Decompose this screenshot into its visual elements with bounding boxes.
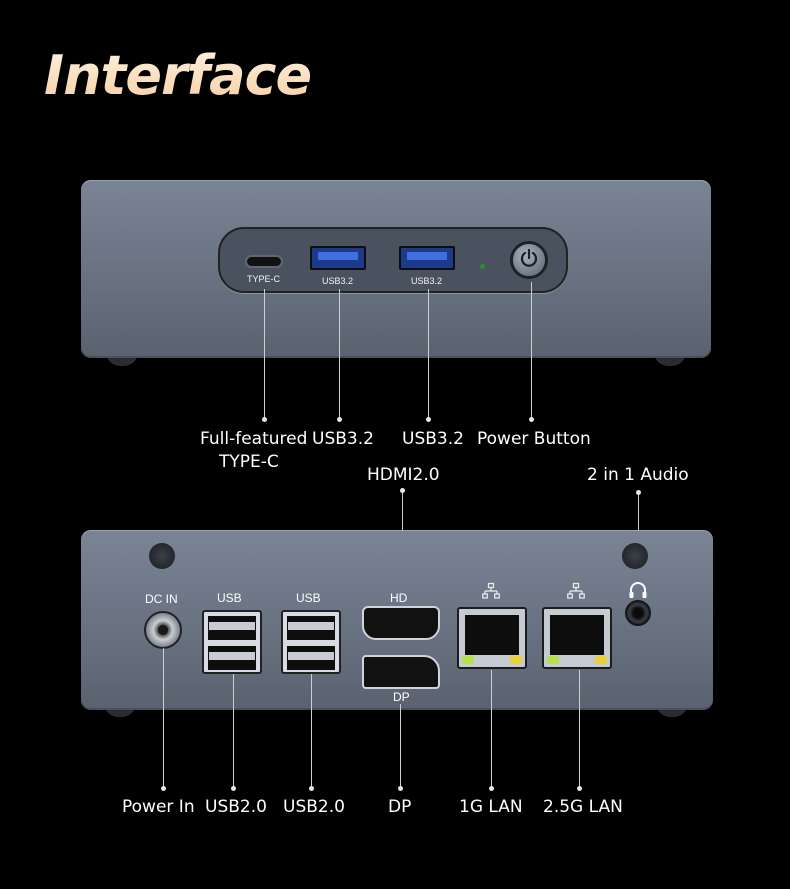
- screw-left: [149, 543, 175, 569]
- callout-dp: DP: [388, 797, 412, 817]
- typec-port: [245, 255, 283, 268]
- usb32-port-b-label: USB3.2: [411, 276, 443, 286]
- usb-a-leader-line: [339, 289, 340, 419]
- audio-leader-dot: [636, 490, 641, 495]
- dp-leader-line: [400, 704, 401, 788]
- usb20-port-stack-a: [202, 610, 262, 674]
- usb-b-leader-dot: [426, 417, 431, 422]
- hdmi-leader-dot: [400, 488, 405, 493]
- typec-leader-line: [264, 289, 265, 419]
- usb20-b-leader-dot: [309, 786, 314, 791]
- lan-2-5g-leader-dot: [577, 786, 582, 791]
- typec-leader-dot: [262, 417, 267, 422]
- usb20-a-leader-line: [233, 674, 234, 788]
- power-in-leader-dot: [161, 786, 166, 791]
- power-button: [510, 241, 548, 279]
- lan-1g-port: [457, 607, 527, 669]
- status-led: [480, 264, 485, 269]
- usb-b-leader-line: [428, 289, 429, 419]
- audio-jack: [625, 600, 651, 626]
- page-title: Interface: [44, 44, 312, 107]
- usb32-port-a: [310, 246, 366, 270]
- callout-usb20-b: USB2.0: [283, 797, 345, 817]
- callout-audio: 2 in 1 Audio: [587, 465, 689, 485]
- usb20-b-leader-line: [311, 674, 312, 788]
- usb32-port-b: [399, 246, 455, 270]
- lan-1g-leader-line: [491, 670, 492, 788]
- callout-usb20-a: USB2.0: [205, 797, 267, 817]
- power-leader-dot: [529, 417, 534, 422]
- callout-typec-line1: Full-featured: [200, 429, 308, 449]
- callout-hdmi: HDMI2.0: [367, 465, 440, 485]
- audio-leader-line: [638, 492, 639, 557]
- dp-port: [362, 655, 440, 689]
- dp-port-label: DP: [393, 690, 410, 704]
- hd-port-label: HD: [390, 591, 408, 605]
- callout-typec-line2: TYPE-C: [219, 452, 279, 472]
- usb32-port-a-label: USB3.2: [322, 276, 354, 286]
- usb20-a-leader-dot: [231, 786, 236, 791]
- lan-1g-leader-dot: [489, 786, 494, 791]
- usb-b-port-label: USB: [296, 591, 321, 605]
- lan-2-5g-port: [542, 607, 612, 669]
- power-in-leader-line: [163, 648, 164, 788]
- typec-port-label: TYPE-C: [247, 274, 281, 284]
- callout-lan-2-5g: 2.5G LAN: [543, 797, 623, 817]
- dcin-port-label: DC IN: [145, 592, 178, 606]
- callout-power-in: Power In: [122, 797, 195, 817]
- power-leader-line: [531, 282, 532, 419]
- network-icon: [567, 582, 585, 604]
- headphone-icon: [628, 581, 648, 603]
- hdmi-port: [362, 606, 440, 640]
- usb20-port-stack-b: [281, 610, 341, 674]
- callout-lan-1g: 1G LAN: [459, 797, 523, 817]
- callout-usb32-b: USB3.2: [402, 429, 464, 449]
- usb-a-port-label: USB: [217, 591, 242, 605]
- callout-power-button: Power Button: [477, 429, 591, 449]
- screw-right: [622, 543, 648, 569]
- lan-2-5g-leader-line: [579, 670, 580, 788]
- usb-a-leader-dot: [337, 417, 342, 422]
- dp-leader-dot: [398, 786, 403, 791]
- dc-in-jack: [144, 611, 182, 649]
- power-icon: [519, 248, 539, 272]
- network-icon: [482, 582, 500, 604]
- callout-usb32-a: USB3.2: [312, 429, 374, 449]
